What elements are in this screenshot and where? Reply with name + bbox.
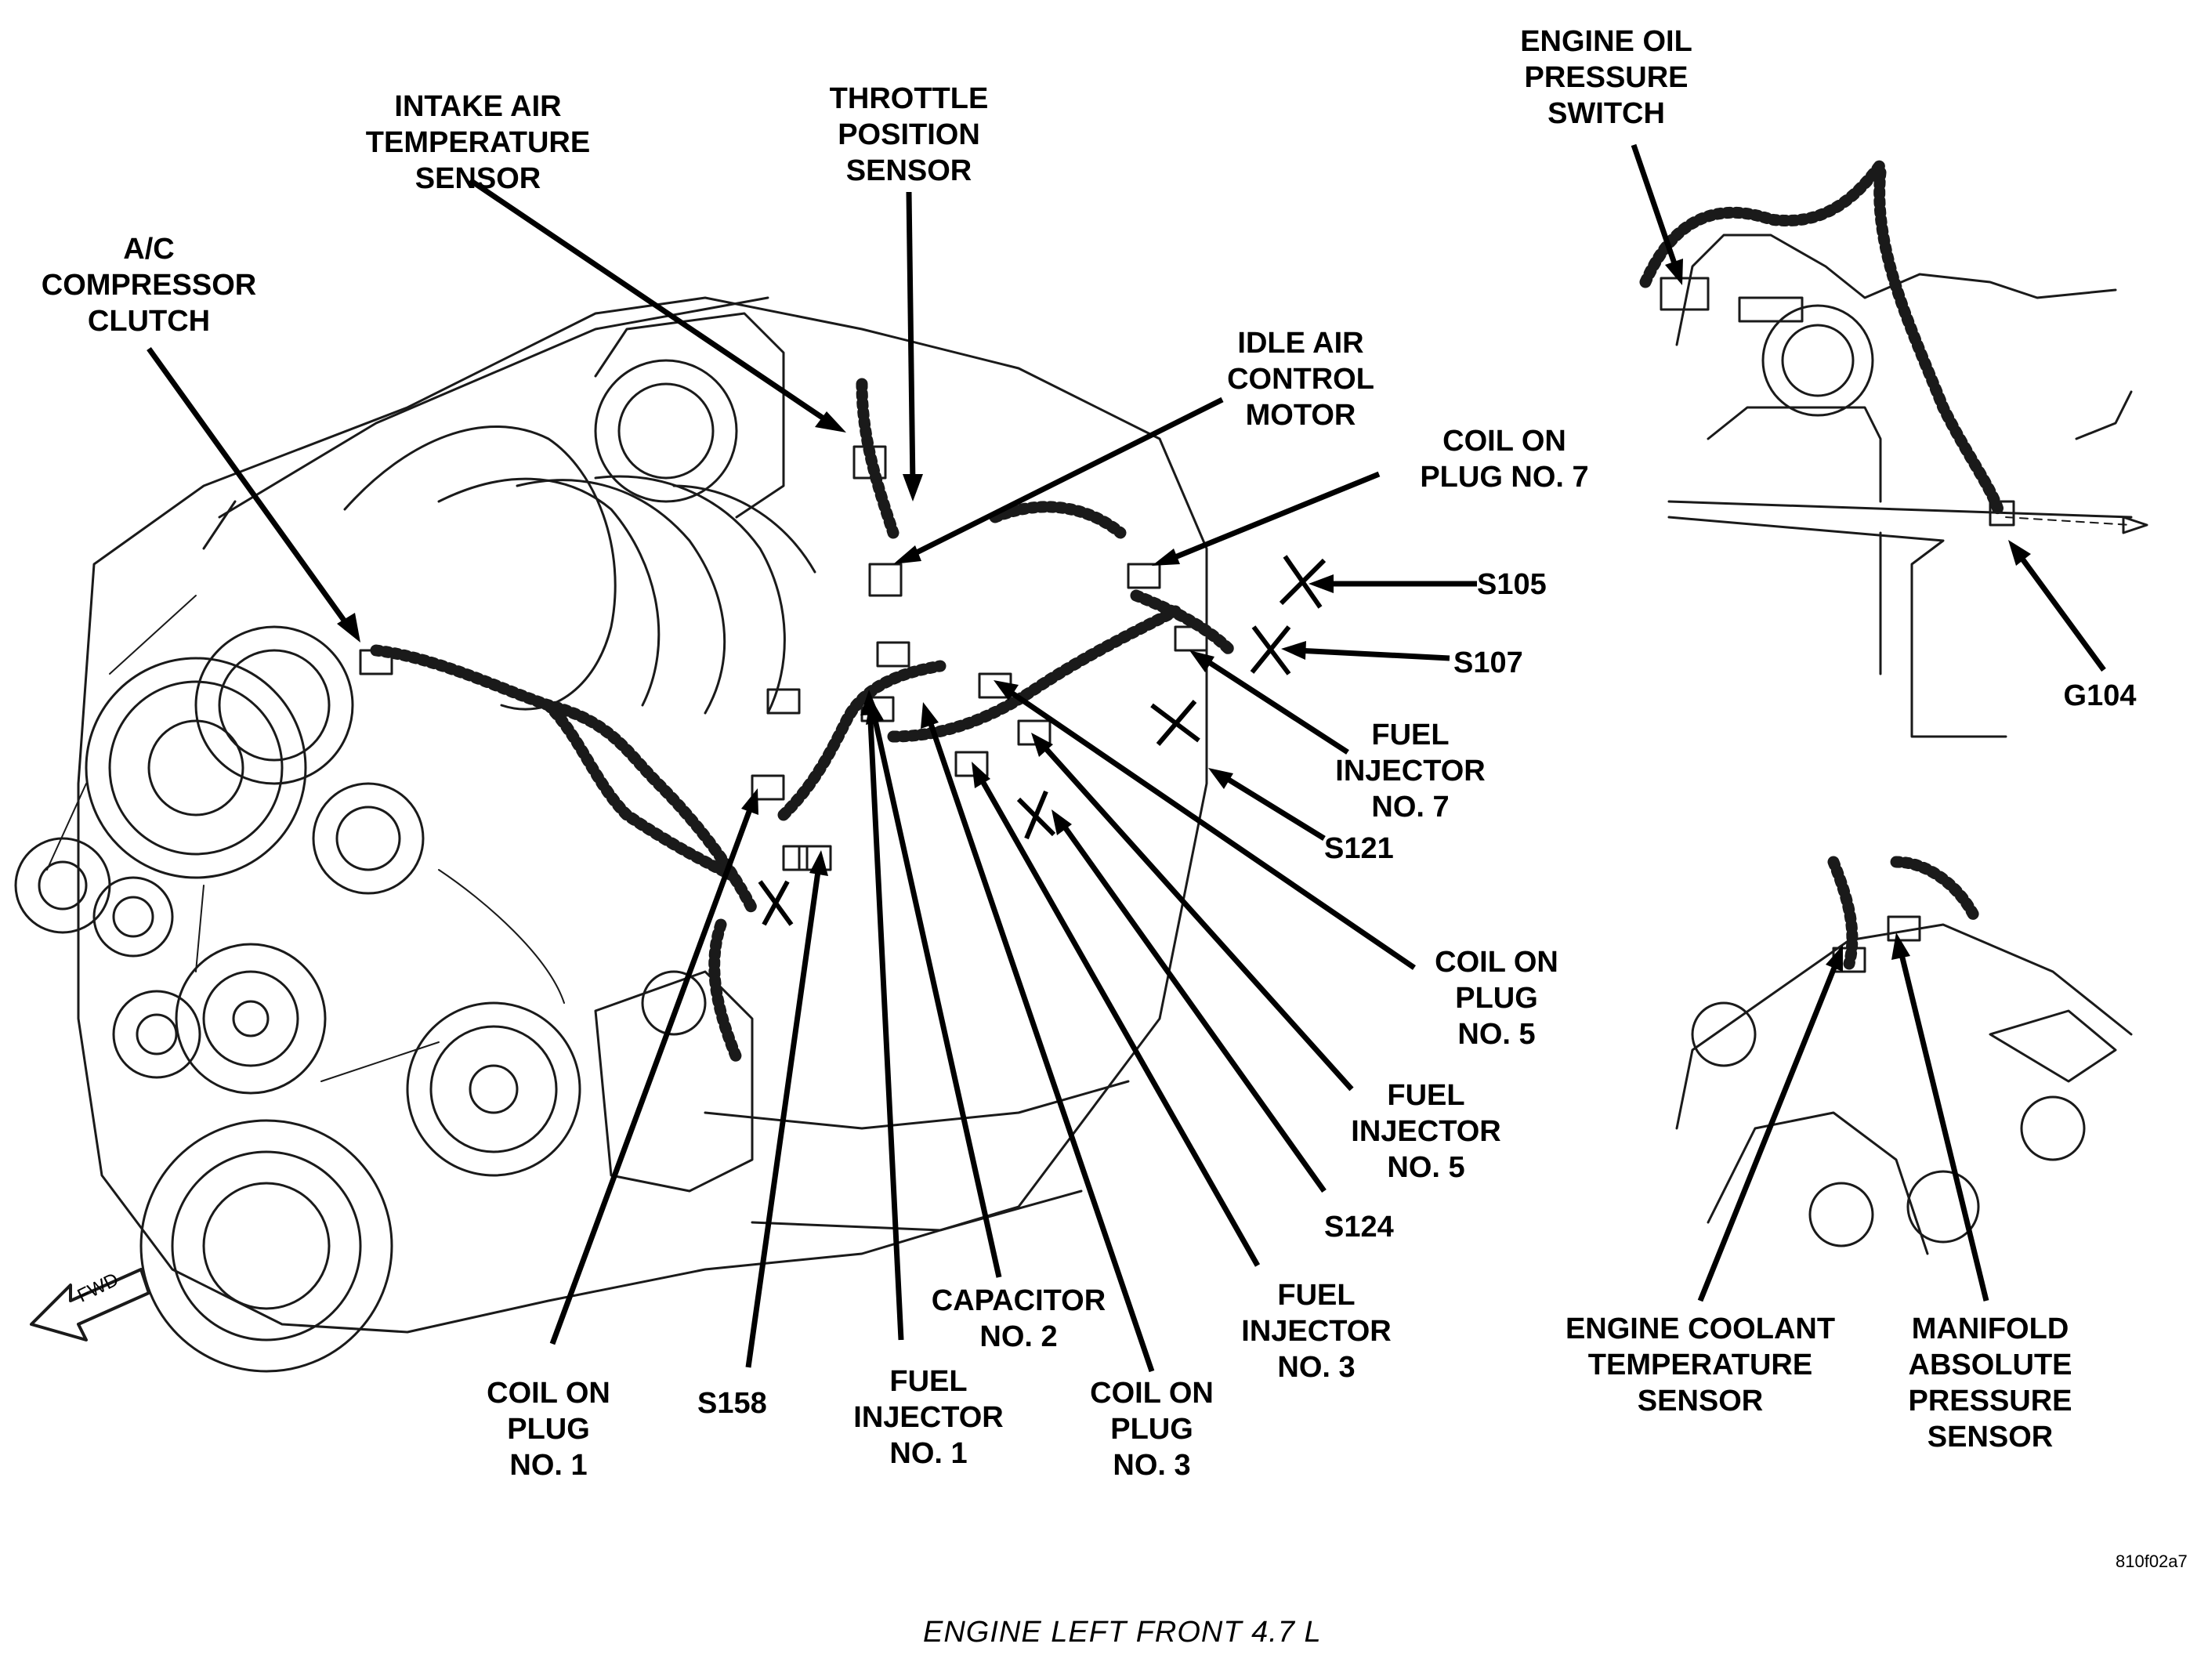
label-s105: S105 <box>1477 568 1547 601</box>
leader-coil-5 <box>1005 687 1416 970</box>
inset-coolant-map-drawing <box>1675 856 2133 1255</box>
leader-coil-1 <box>549 802 755 1345</box>
splice-x-icon <box>1279 555 1327 609</box>
leader-capacitor-2 <box>871 712 1002 1278</box>
arrowhead-icon <box>921 702 939 729</box>
label-coil-on-plug-3: COIL ON PLUG NO. 3 <box>1090 1377 1214 1482</box>
arrowhead-icon <box>809 850 828 876</box>
leader-coil-3 <box>925 715 1155 1373</box>
figure-caption: ENGINE LEFT FRONT 4.7 L <box>923 1616 1322 1649</box>
leader-fuel-1 <box>867 704 904 1341</box>
arrowhead-icon <box>1052 809 1072 835</box>
forward-arrow-icon <box>30 1268 150 1341</box>
label-s158: S158 <box>697 1387 767 1420</box>
leader-fuel-3 <box>976 774 1261 1267</box>
leader-coolant-temp <box>1697 958 1841 1302</box>
label-engine-coolant-temp-sensor: ENGINE COOLANT TEMPERATURE SENSOR <box>1565 1312 1836 1418</box>
label-fuel-injector-7: FUEL INJECTOR NO. 7 <box>1335 719 1486 824</box>
arrowhead-icon <box>1891 932 1910 960</box>
arrowhead-icon <box>1665 259 1683 285</box>
engine-block-illustration <box>14 296 1236 1373</box>
leader-g104 <box>2015 550 2106 672</box>
label-manifold-absolute-pressure-sensor: MANIFOLD ABSOLUTE PRESSURE SENSOR <box>1908 1312 2072 1454</box>
label-g104: G104 <box>2063 679 2137 712</box>
arrowhead-icon <box>903 474 923 501</box>
leader-fuel-5 <box>1040 742 1354 1092</box>
label-fuel-injector-3: FUEL INJECTOR NO. 3 <box>1241 1279 1392 1384</box>
label-s124: S124 <box>1324 1211 1394 1244</box>
figure-code: 810f02a7 <box>2116 1551 2188 1571</box>
arrowhead-icon <box>2008 540 2031 566</box>
leader-ac-clutch <box>147 346 351 629</box>
leader-lines <box>147 143 2106 1373</box>
leader-map <box>1897 947 1989 1302</box>
leader-oil-pressure <box>1631 143 1680 272</box>
label-intake-air-temp-sensor: INTAKE AIR TEMPERATURE SENSOR <box>365 90 591 195</box>
leader-fuel-7 <box>1201 656 1349 755</box>
label-ac-compressor-clutch: A/C COMPRESSOR CLUTCH <box>41 233 257 338</box>
arrowhead-icon <box>337 613 360 643</box>
arrowhead-icon <box>815 411 846 433</box>
leader-s121 <box>1221 773 1326 841</box>
arrowhead-icon <box>1309 574 1334 593</box>
arrowhead-icon <box>1208 768 1233 789</box>
leader-s107 <box>1296 647 1450 661</box>
label-s107: S107 <box>1453 646 1523 679</box>
arrowhead-icon <box>994 680 1019 701</box>
label-coil-on-plug-7: COIL ON PLUG NO. 7 <box>1420 425 1589 494</box>
arrowhead-icon <box>1281 641 1306 660</box>
arrowhead-icon <box>1031 733 1053 757</box>
label-coil-on-plug-5: COIL ON PLUG NO. 5 <box>1435 946 1558 1051</box>
label-s121: S121 <box>1324 832 1394 865</box>
arrowhead-icon <box>1826 945 1843 972</box>
leader-s158 <box>745 865 822 1368</box>
label-fuel-injector-5: FUEL INJECTOR NO. 5 <box>1351 1079 1501 1184</box>
leader-coil-7 <box>1166 471 1381 563</box>
leader-intake-air-temp <box>469 178 832 425</box>
label-idle-air-control-motor: IDLE AIR CONTROL MOTOR <box>1227 327 1374 432</box>
arrowhead-icon <box>1152 549 1180 566</box>
label-engine-oil-pressure-switch: ENGINE OIL PRESSURE SWITCH <box>1520 25 1692 130</box>
leader-idle-air <box>907 396 1224 559</box>
arrowhead-icon <box>972 762 990 788</box>
leader-s124 <box>1059 820 1327 1193</box>
arrowhead-icon <box>741 788 758 815</box>
arrowhead-icon <box>1189 650 1214 672</box>
arrowhead-icon <box>893 545 921 564</box>
leader-throttle-position <box>906 191 916 487</box>
splice-x-icon <box>1150 700 1200 746</box>
inset-oil-pressure-drawing <box>1639 158 2148 738</box>
arrowhead-icon <box>860 690 879 715</box>
splice-x-icon <box>1250 625 1291 675</box>
splice-markers <box>758 555 1327 926</box>
splice-x-icon <box>1016 790 1056 840</box>
splice-x-icon <box>758 880 794 926</box>
label-capacitor-2: CAPACITOR NO. 2 <box>931 1284 1106 1353</box>
label-throttle-position-sensor: THROTTLE POSITION SENSOR <box>829 82 989 187</box>
label-fuel-injector-1: FUEL INJECTOR NO. 1 <box>853 1365 1004 1470</box>
label-coil-on-plug-1: COIL ON PLUG NO. 1 <box>487 1377 610 1482</box>
